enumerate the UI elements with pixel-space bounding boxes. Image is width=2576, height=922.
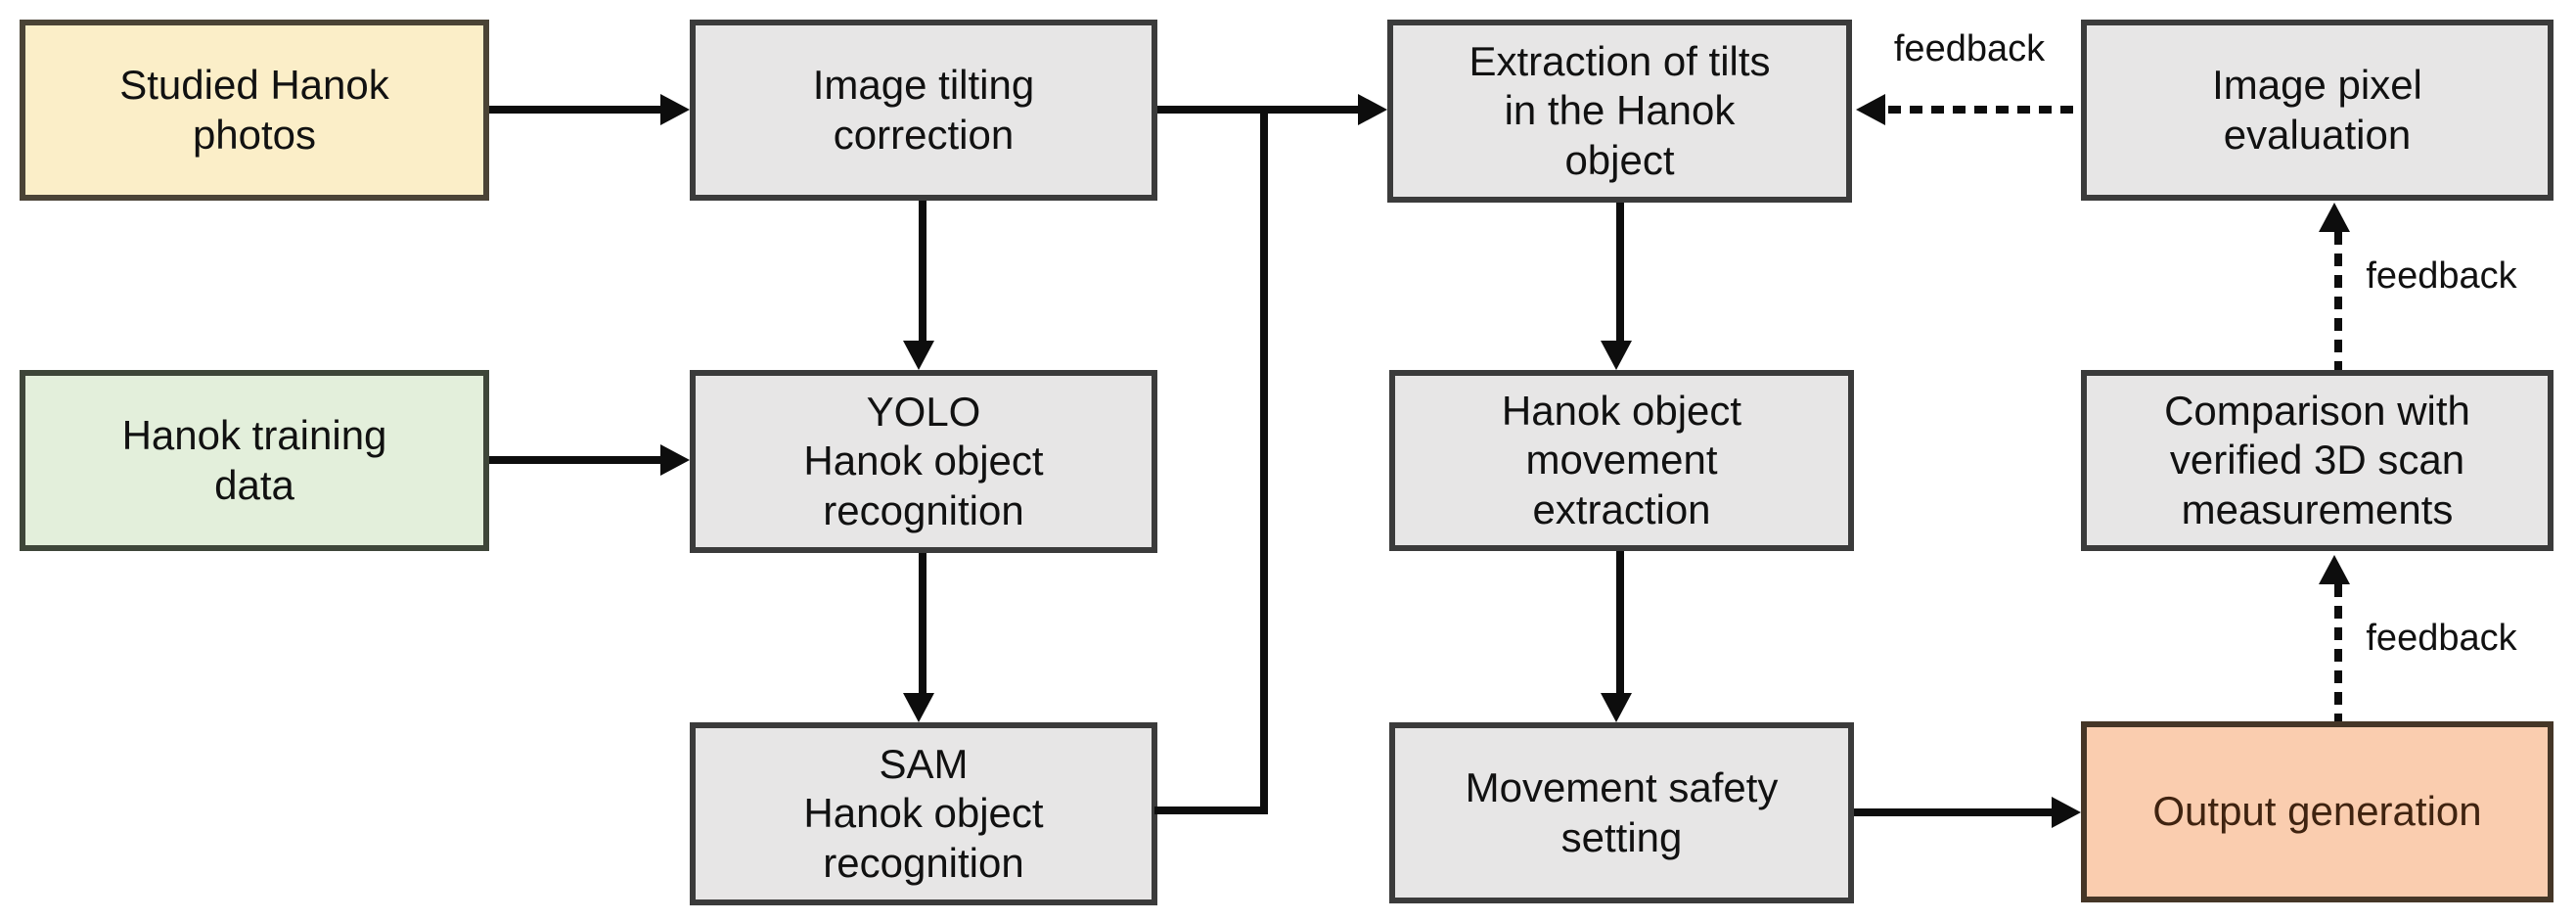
arrow-extraction-to-movement-line (1616, 203, 1624, 341)
arrow-yolo-to-sam-head (903, 693, 934, 722)
feedback-label-top: feedback (1893, 28, 2046, 69)
arrow-tilting-to-extraction-line (1157, 106, 1358, 114)
arrow-extraction-to-movement-head (1601, 341, 1632, 370)
feedback-label-right-upper: feedback (2366, 255, 2517, 297)
node-comparison-3d-scan: Comparison with verified 3D scan measure… (2081, 370, 2553, 551)
arrow-photos-to-tilting-line (489, 106, 660, 114)
node-studied-hanok-photos: Studied Hanok photos (20, 20, 489, 201)
node-yolo-object-recognition: YOLO Hanok object recognition (690, 370, 1157, 553)
arrow-training-to-yolo-head (660, 444, 690, 476)
feedback-arrow-output-to-comparison-line (2334, 584, 2342, 721)
node-movement-safety-setting: Movement safety setting (1389, 722, 1854, 903)
feedback-label-right-lower: feedback (2366, 618, 2517, 659)
feedback-arrow-output-to-comparison-head (2319, 555, 2350, 584)
arrow-safety-to-output-line (1854, 808, 2052, 816)
node-movement-extraction: Hanok object movement extraction (1389, 370, 1854, 551)
arrow-photos-to-tilting-head (660, 94, 690, 125)
node-output-generation: Output generation (2081, 721, 2553, 902)
feedback-arrow-comparison-to-pixel-line (2334, 232, 2342, 370)
node-image-tilting-correction: Image tilting correction (690, 20, 1157, 201)
arrow-tilting-to-yolo-head (903, 341, 934, 370)
node-image-pixel-evaluation: Image pixel evaluation (2081, 20, 2553, 201)
arrow-tilting-to-extraction-head (1358, 94, 1387, 125)
node-sam-object-recognition: SAM Hanok object recognition (690, 722, 1157, 905)
arrow-yolo-to-sam-line (919, 553, 926, 693)
arrow-movement-to-safety-line (1616, 551, 1624, 693)
node-extraction-of-tilts: Extraction of tilts in the Hanok object (1387, 20, 1852, 203)
arrow-tilting-to-yolo-line (919, 201, 926, 343)
node-hanok-training-data: Hanok training data (20, 370, 489, 551)
feedback-arrow-comparison-to-pixel-head (2319, 203, 2350, 232)
connector-sam-elbow-horizontal (1154, 807, 1268, 814)
feedback-arrow-pixel-to-extraction-head (1856, 94, 1885, 125)
feedback-arrow-pixel-to-extraction-line (1888, 106, 2081, 114)
connector-sam-elbow-vertical (1260, 106, 1268, 814)
arrow-training-to-yolo-line (489, 456, 660, 464)
arrow-movement-to-safety-head (1601, 693, 1632, 722)
arrow-safety-to-output-head (2052, 797, 2081, 828)
